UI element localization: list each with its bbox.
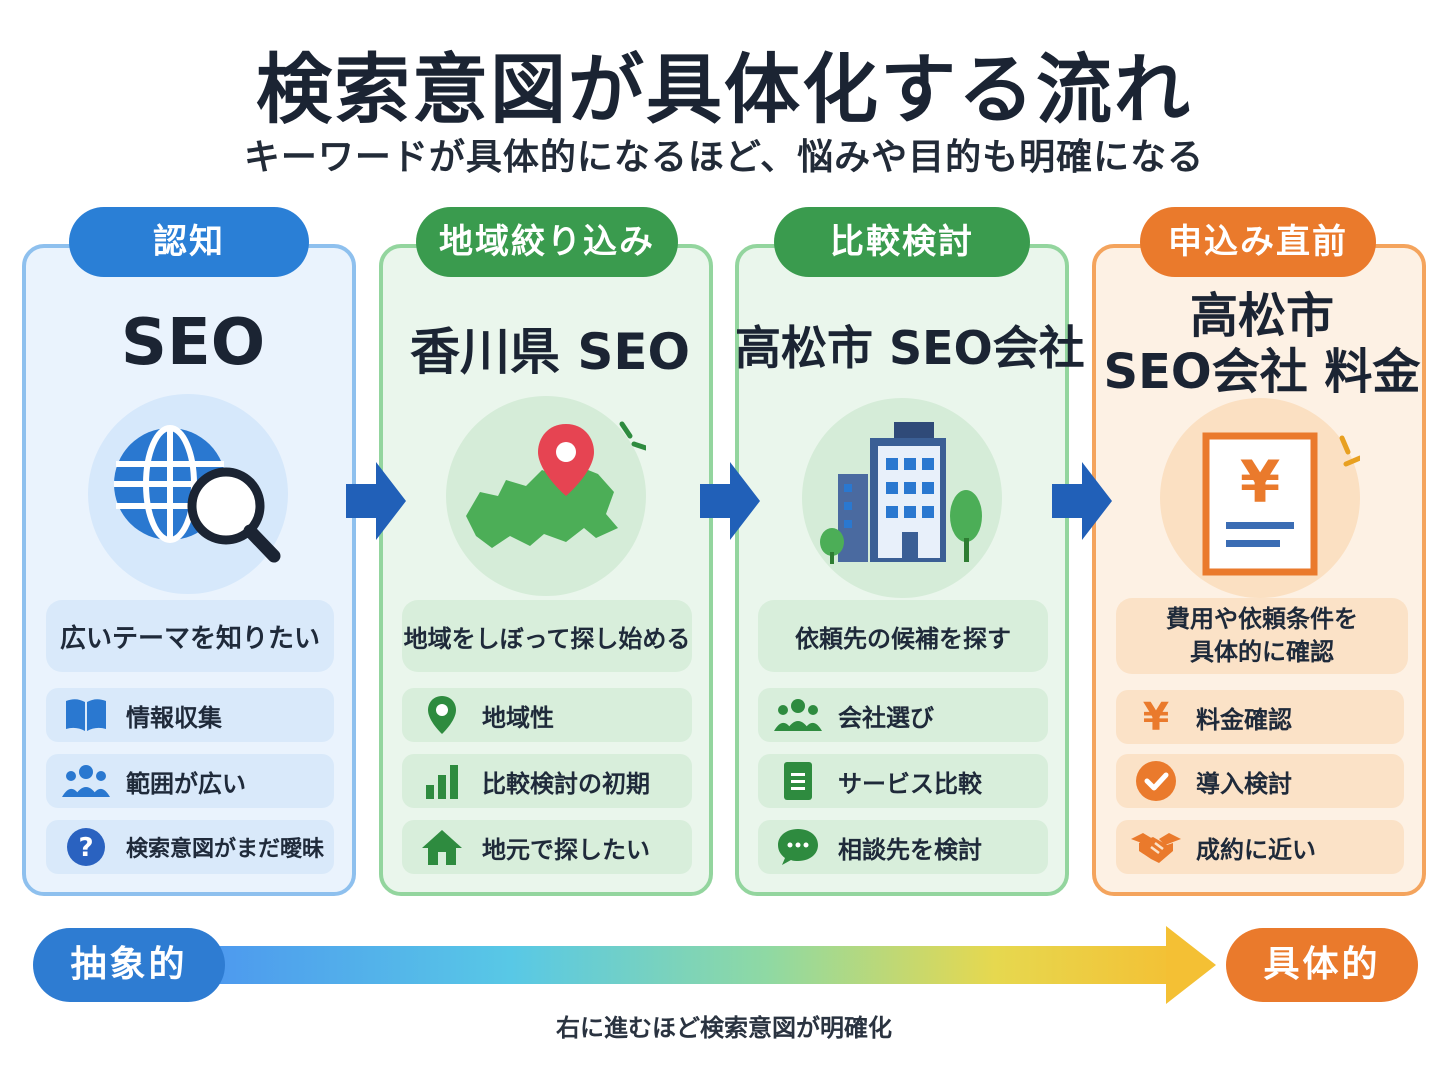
list-item: 比較検討の初期 [402, 754, 692, 808]
stage-description: 地域をしぼって探し始める [402, 600, 692, 672]
office-building-icon [802, 398, 1002, 598]
list-item-label: 会社選び [838, 703, 934, 732]
yen-invoice-icon: ¥ [1160, 398, 1360, 598]
list-item-label: 料金確認 [1196, 705, 1292, 734]
stage-keyword: 香川県 SEO [409, 323, 691, 381]
list-item-label: 比較検討の初期 [482, 769, 650, 798]
book-icon [46, 697, 126, 733]
map-pin-icon [446, 396, 646, 596]
page-title: 検索意図が具体化する流れ [256, 45, 1192, 134]
svg-text:¥: ¥ [1240, 448, 1280, 516]
check-circle-icon [1116, 760, 1196, 802]
stage-keyword-line: SEO会社 料金 [1103, 344, 1421, 400]
globe-search-icon [88, 394, 288, 594]
home-icon [402, 828, 482, 866]
abstract-label: 抽象的 [33, 928, 225, 1002]
list-item-label: 地元で探したい [482, 835, 650, 864]
stage-badge: 比較検討 [774, 207, 1030, 277]
stage-badge: 申込み直前 [1140, 207, 1376, 277]
list-item-label: 地域性 [482, 703, 554, 732]
svg-text:?: ? [78, 833, 93, 863]
stage-keyword-line: 高松市 [1189, 288, 1334, 344]
stage-badge: 認知 [69, 207, 309, 277]
list-item-label: 範囲が広い [126, 769, 246, 798]
abstraction-gradient-bar [150, 946, 1180, 984]
list-item-label: 成約に近い [1196, 835, 1316, 864]
list-item: 範囲が広い [46, 754, 334, 808]
list-item-label: 情報収集 [126, 703, 222, 732]
people-icon [46, 763, 126, 799]
list-item: 地域性 [402, 688, 692, 742]
stage-keyword: 高松市 SEO会社 料金 [1092, 288, 1432, 400]
stage-description-line: 費用や依頼条件を [1166, 605, 1358, 633]
stage-keyword: 高松市 SEO会社 [735, 321, 1085, 375]
stage-description: 依頼先の候補を探す [758, 600, 1048, 672]
location-pin-icon [402, 695, 482, 735]
stage-keyword: SEO [120, 306, 266, 380]
group-icon [758, 697, 838, 733]
chat-bubble-icon [758, 827, 838, 867]
stage-description-line: 具体的に確認 [1190, 638, 1334, 666]
list-item-label: 導入検討 [1196, 769, 1292, 798]
list-item: サービス比較 [758, 754, 1048, 808]
gradient-arrowhead-icon [1166, 926, 1216, 1004]
document-icon [758, 761, 838, 801]
list-item: 成約に近い [1116, 820, 1404, 874]
stage-badge: 地域絞り込み [416, 207, 678, 277]
scale-caption: 右に進むほど検索意図が明確化 [556, 1014, 892, 1042]
flow-arrow-icon [1052, 462, 1112, 540]
question-icon: ? [46, 827, 126, 867]
concrete-label: 具体的 [1226, 928, 1418, 1002]
list-item: 情報収集 [46, 688, 334, 742]
list-item: 相談先を検討 [758, 820, 1048, 874]
list-item: 会社選び [758, 688, 1048, 742]
svg-text:¥: ¥ [1143, 697, 1169, 737]
bar-chart-icon [402, 763, 482, 799]
flow-arrow-icon [700, 462, 760, 540]
flow-arrow-icon [346, 462, 406, 540]
handshake-icon [1116, 829, 1196, 865]
list-item-label: 相談先を検討 [838, 835, 982, 864]
list-item-label: サービス比較 [838, 769, 982, 798]
stage-description: 広いテーマを知りたい [46, 600, 334, 672]
list-item-label: 検索意図がまだ曖昧 [126, 837, 325, 862]
list-item: ¥ 料金確認 [1116, 690, 1404, 744]
list-item: 地元で探したい [402, 820, 692, 874]
list-item: ? 検索意図がまだ曖昧 [46, 820, 334, 874]
list-item: 導入検討 [1116, 754, 1404, 808]
page-subtitle: キーワードが具体的になるほど、悩みや目的も明確になる [243, 137, 1205, 178]
yen-icon: ¥ [1116, 697, 1196, 737]
stage-description: 費用や依頼条件を 具体的に確認 [1116, 598, 1408, 674]
